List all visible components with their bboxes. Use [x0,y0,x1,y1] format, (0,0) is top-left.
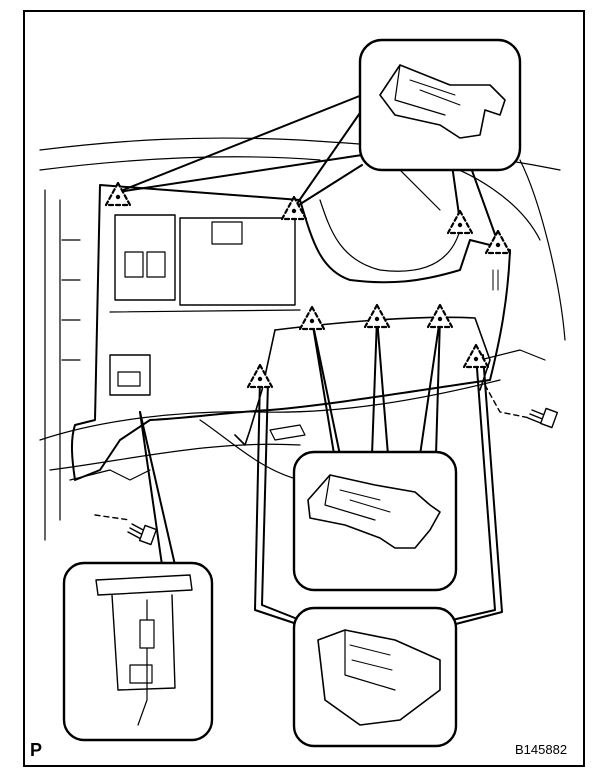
bolt-leaders [94,384,531,521]
bolt-icon [527,407,559,429]
glove-box-panel [234,316,491,446]
figure-code: B145882 [515,742,568,757]
lower-panel [71,184,511,481]
clip-warning-triangle-icon [446,209,474,235]
page-marker: P [30,740,43,760]
clip-warning-triangle-icon [363,303,391,329]
clip-detail-top [358,38,522,172]
clip-warning-triangle-icon [246,363,274,389]
clip-detail-bottom [292,606,458,748]
clip-detail-middle [292,450,458,592]
callout-lines [117,94,503,626]
bolt-icon [127,523,158,546]
figure-frame [23,10,585,767]
clip-warning-triangle-icon [484,229,512,255]
clip-warning-triangle-icon [426,303,454,329]
clip-warning-triangle-icon [298,305,326,331]
connector-detail [62,561,214,742]
clip-warning-triangle-icon [462,343,490,369]
